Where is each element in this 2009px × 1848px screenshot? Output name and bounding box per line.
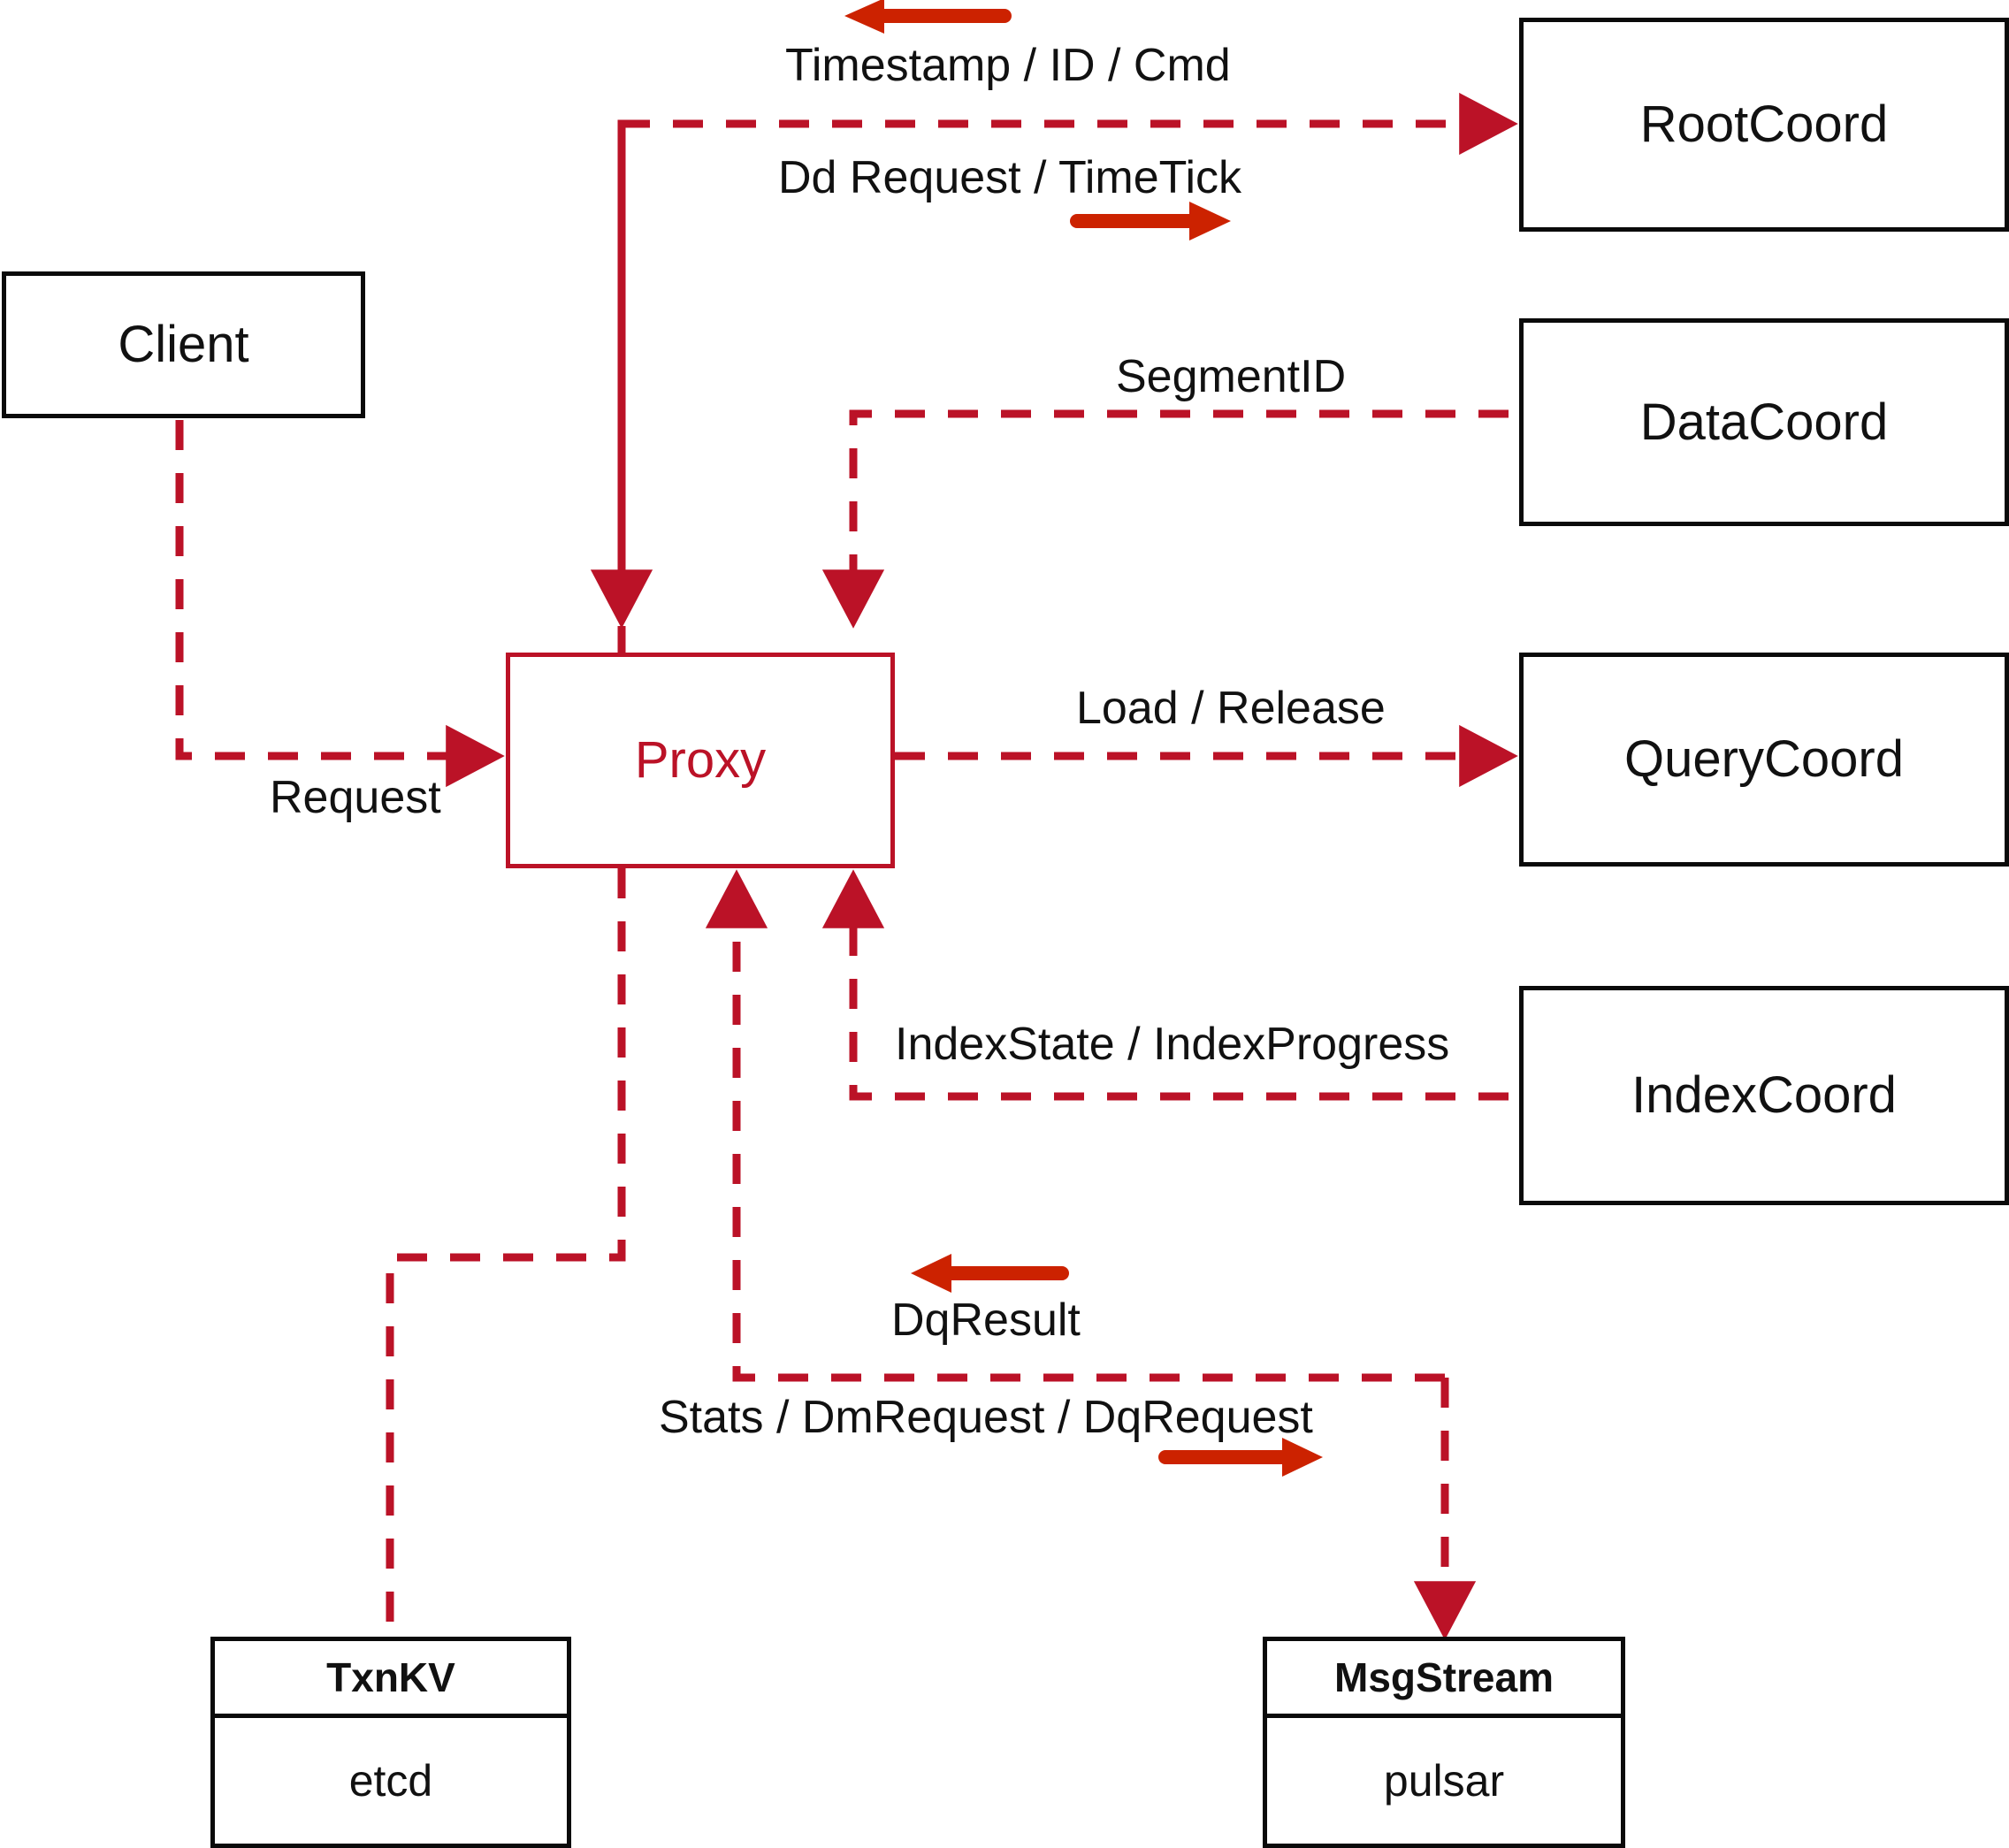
edge-datacoord-to-proxy bbox=[821, 409, 1509, 629]
node-datacoord-label: DataCoord bbox=[1639, 393, 1889, 451]
node-indexcoord[interactable]: IndexCoord bbox=[1519, 986, 2009, 1205]
edge-label-load-release: Load / Release bbox=[1076, 683, 1386, 734]
edge-label-index-state: IndexState / IndexProgress bbox=[895, 1019, 1450, 1070]
node-querycoord[interactable]: QueryCoord bbox=[1519, 653, 2009, 867]
edge-label-stats-dm-dq: Stats / DmRequest / DqRequest bbox=[659, 1392, 1313, 1443]
edge-label-timestamp-id-cmd: Timestamp / ID / Cmd bbox=[785, 40, 1231, 91]
node-rootcoord[interactable]: RootCoord bbox=[1519, 18, 2009, 232]
node-msgstream-header: MsgStream bbox=[1267, 1641, 1621, 1718]
edge-indexcoord-to-proxy bbox=[821, 869, 1509, 1101]
node-txnkv-body-label: etcd bbox=[348, 1756, 433, 1806]
node-querycoord-label: QueryCoord bbox=[1624, 730, 1904, 788]
direction-arrow-stats-dm-dq bbox=[1158, 1438, 1323, 1477]
node-msgstream-header-label: MsgStream bbox=[1334, 1654, 1554, 1700]
node-rootcoord-label: RootCoord bbox=[1639, 95, 1889, 153]
node-txnkv-body: etcd bbox=[215, 1718, 567, 1844]
direction-arrow-dq-result bbox=[911, 1254, 1069, 1293]
node-txnkv-header: TxnKV bbox=[215, 1641, 567, 1718]
node-msgstream-body-label: pulsar bbox=[1383, 1756, 1505, 1806]
direction-arrow-timestamp-id-cmd bbox=[844, 0, 1012, 34]
node-proxy-label: Proxy bbox=[634, 731, 767, 789]
direction-arrow-dd-request-timetick bbox=[1070, 202, 1231, 241]
edge-proxy-to-txnkv bbox=[386, 868, 626, 1637]
edge-label-request: Request bbox=[270, 772, 441, 823]
node-msgstream-body: pulsar bbox=[1267, 1718, 1621, 1844]
node-datacoord[interactable]: DataCoord bbox=[1519, 318, 2009, 526]
node-txnkv-header-label: TxnKV bbox=[326, 1654, 455, 1700]
edge-label-segmentid: SegmentID bbox=[1116, 351, 1347, 402]
node-client-label: Client bbox=[118, 316, 249, 373]
edge-label-dd-request-timetick: Dd Request / TimeTick bbox=[778, 152, 1242, 203]
node-indexcoord-label: IndexCoord bbox=[1631, 1066, 1897, 1124]
edge-client-to-proxy bbox=[175, 420, 505, 788]
edge-label-dq-result: DqResult bbox=[891, 1294, 1081, 1346]
edge-msgstream-to-proxy bbox=[705, 869, 1445, 1382]
node-client[interactable]: Client bbox=[2, 271, 365, 418]
node-proxy[interactable]: Proxy bbox=[506, 653, 895, 868]
node-msgstream[interactable]: MsgStream pulsar bbox=[1263, 1637, 1625, 1848]
node-txnkv[interactable]: TxnKV etcd bbox=[210, 1637, 571, 1848]
